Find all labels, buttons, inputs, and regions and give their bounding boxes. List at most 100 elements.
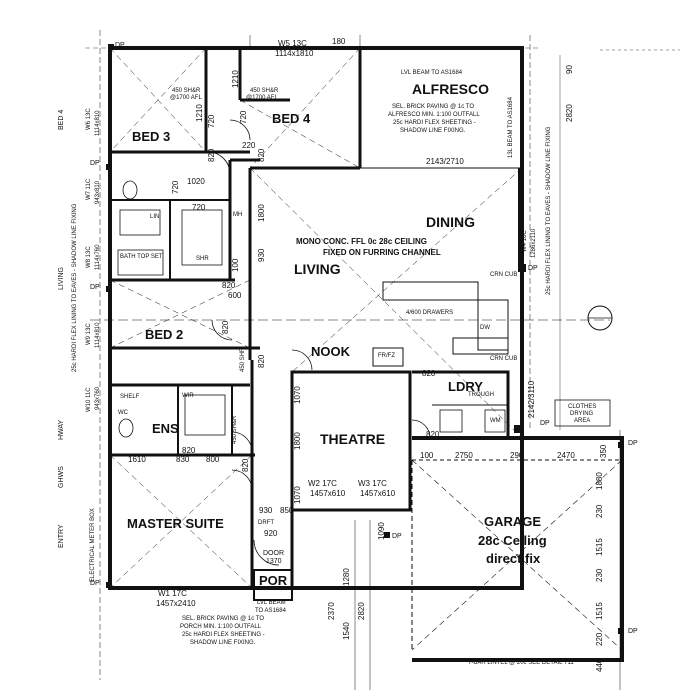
note-por-2: PORCH MIN. 1:100 OUTFALL	[180, 624, 262, 630]
note-trough: TROUGH	[468, 392, 494, 398]
dim-820e: 820	[257, 354, 266, 368]
dim-2470: 2470	[557, 451, 575, 460]
garage-wall	[412, 436, 624, 662]
room-alfresco: ALFRESCO	[412, 81, 489, 97]
dim-2142: 2142/3110	[527, 380, 536, 418]
dim-1610: 1610	[128, 455, 146, 464]
dim-220: 220	[242, 141, 256, 150]
dim-1800: 1800	[257, 204, 266, 222]
dim-220b: 220	[595, 632, 604, 646]
dp-5: DP	[90, 580, 100, 587]
note-shr450: 450 SHR	[240, 347, 246, 372]
note-wir: WIR	[182, 393, 194, 399]
window-w10: W10 11C	[86, 387, 92, 412]
dim-1210a: 1210	[195, 104, 204, 122]
dim-1515b: 1515	[595, 602, 604, 620]
window-w4-dim: 1286x2110	[531, 228, 537, 258]
window-w2-dim: 1457x610	[310, 489, 346, 498]
dim-1070a: 1070	[293, 386, 302, 404]
room-dining: DINING	[426, 214, 475, 230]
note-shr1b: @1700 AFL	[170, 95, 202, 101]
note-shr2b: @1700 AFL	[246, 95, 278, 101]
dim-1280: 1280	[342, 568, 351, 586]
room-living: LIVING	[294, 261, 341, 277]
dim-820a: 820	[207, 148, 216, 162]
note-wc: WC	[118, 410, 128, 416]
dim-820c: 820	[222, 281, 236, 290]
dim-930: 930	[257, 248, 266, 262]
note-sel-brick-2: ALFRESCO MIN. 1:100 OUTFALL	[388, 112, 480, 118]
window-w5-dim: 1114x1810	[275, 49, 314, 58]
side-ghws: GHWS	[58, 466, 65, 488]
dp-2: DP	[528, 265, 538, 272]
dp-9: DP	[628, 440, 638, 447]
room-garage: GARAGE	[484, 514, 542, 529]
dim-350: 350	[599, 444, 608, 458]
note-beam-side: 13L BEAM TO AS1684	[508, 97, 514, 158]
note-sel-brick-3: 25c HARDI FLEX SHEETING -	[393, 120, 476, 126]
porch	[253, 569, 293, 601]
window-w3-dim: 1457x610	[360, 489, 396, 498]
dp-7: DP	[392, 533, 402, 540]
door-dim: 1370	[266, 558, 282, 565]
note-electrical: ELECTRICAL METER BOX	[90, 508, 96, 582]
window-w9-dim: 1114x810	[95, 322, 101, 348]
dim-100b: 100	[420, 451, 434, 460]
dim-1020: 1020	[187, 177, 205, 186]
room-bed3: BED 3	[132, 129, 171, 144]
room-bed2: BED 2	[145, 327, 184, 342]
room-bed4: BED 4	[272, 111, 311, 126]
dp-3: DP	[90, 160, 100, 167]
dp-1: DP	[115, 42, 125, 49]
dim-720b: 720	[239, 110, 248, 124]
window-w1-dim: 1457x2410	[156, 599, 196, 608]
note-sel-brick-4: SHADOW LINE FIXING.	[400, 128, 466, 134]
note-mh: MH	[233, 212, 243, 218]
dim-90: 90	[565, 65, 574, 74]
room-nook: NOOK	[311, 344, 350, 359]
room-ens: ENS	[152, 421, 179, 436]
dim-180: 180	[332, 37, 346, 46]
drft-label: DRFT	[258, 520, 274, 526]
dim-720a: 720	[207, 114, 216, 128]
note-shr2: 450 SH&R	[250, 88, 279, 94]
window-w6-dim: 1114x810	[95, 110, 101, 136]
dim-1090: 1090	[377, 522, 386, 540]
dim-720d: 720	[192, 203, 206, 212]
dim-2370: 2370	[327, 602, 336, 620]
note-hardi-left: 25c HARDI FLEX LINING TO EAVES - SHADOW …	[72, 203, 78, 372]
window-w7-dim: 943x810	[95, 180, 101, 204]
window-w9: W9 13C	[86, 323, 92, 345]
dim-930b: 930	[259, 506, 273, 515]
dim-820i: 820	[182, 446, 196, 455]
window-w3: W3 17C	[358, 479, 387, 488]
dim-2143: 2143/2710	[426, 157, 464, 166]
dim-440: 440	[595, 658, 604, 672]
theatre-wall	[290, 370, 412, 512]
garage-ceiling: 28c Ceiling	[478, 533, 547, 548]
dim-920: 920	[264, 529, 278, 538]
outer-wall	[108, 46, 524, 590]
dim-290: 290	[510, 451, 524, 460]
dim-1800b: 1800	[293, 432, 302, 450]
window-w10-dim: 943x760	[95, 386, 101, 410]
dp-6: DP	[540, 420, 550, 427]
window-w5: W5 13C	[278, 39, 307, 48]
note-crn-cub-2: CRN CUB	[490, 356, 518, 362]
dim-2750: 2750	[455, 451, 473, 460]
note-mono: MONO CONC. FFL 0c 28c CEILING	[296, 237, 427, 246]
note-hardi-right: 25c HARDI FLEX LINING TO EAVES - SHADOW …	[546, 126, 552, 295]
note-dw: DW	[480, 325, 490, 331]
dim-720c: 720	[171, 180, 180, 194]
note-por-3: 25c HARDI FLEX SHEETING -	[182, 632, 265, 638]
dim-1540: 1540	[342, 622, 351, 640]
note-shr450b: 450 SH&R	[232, 415, 238, 444]
dp-8: DP	[628, 628, 638, 635]
window-w6: W6 13C	[86, 108, 92, 130]
note-lvl-beam-por-2: TO AS1684	[255, 608, 286, 614]
dim-820d: 820	[221, 320, 230, 334]
note-lvl-beam-top: LVL BEAM TO AS1684	[401, 70, 463, 76]
dim-820g: 820	[426, 430, 440, 439]
note-shr: SHR	[196, 256, 209, 262]
